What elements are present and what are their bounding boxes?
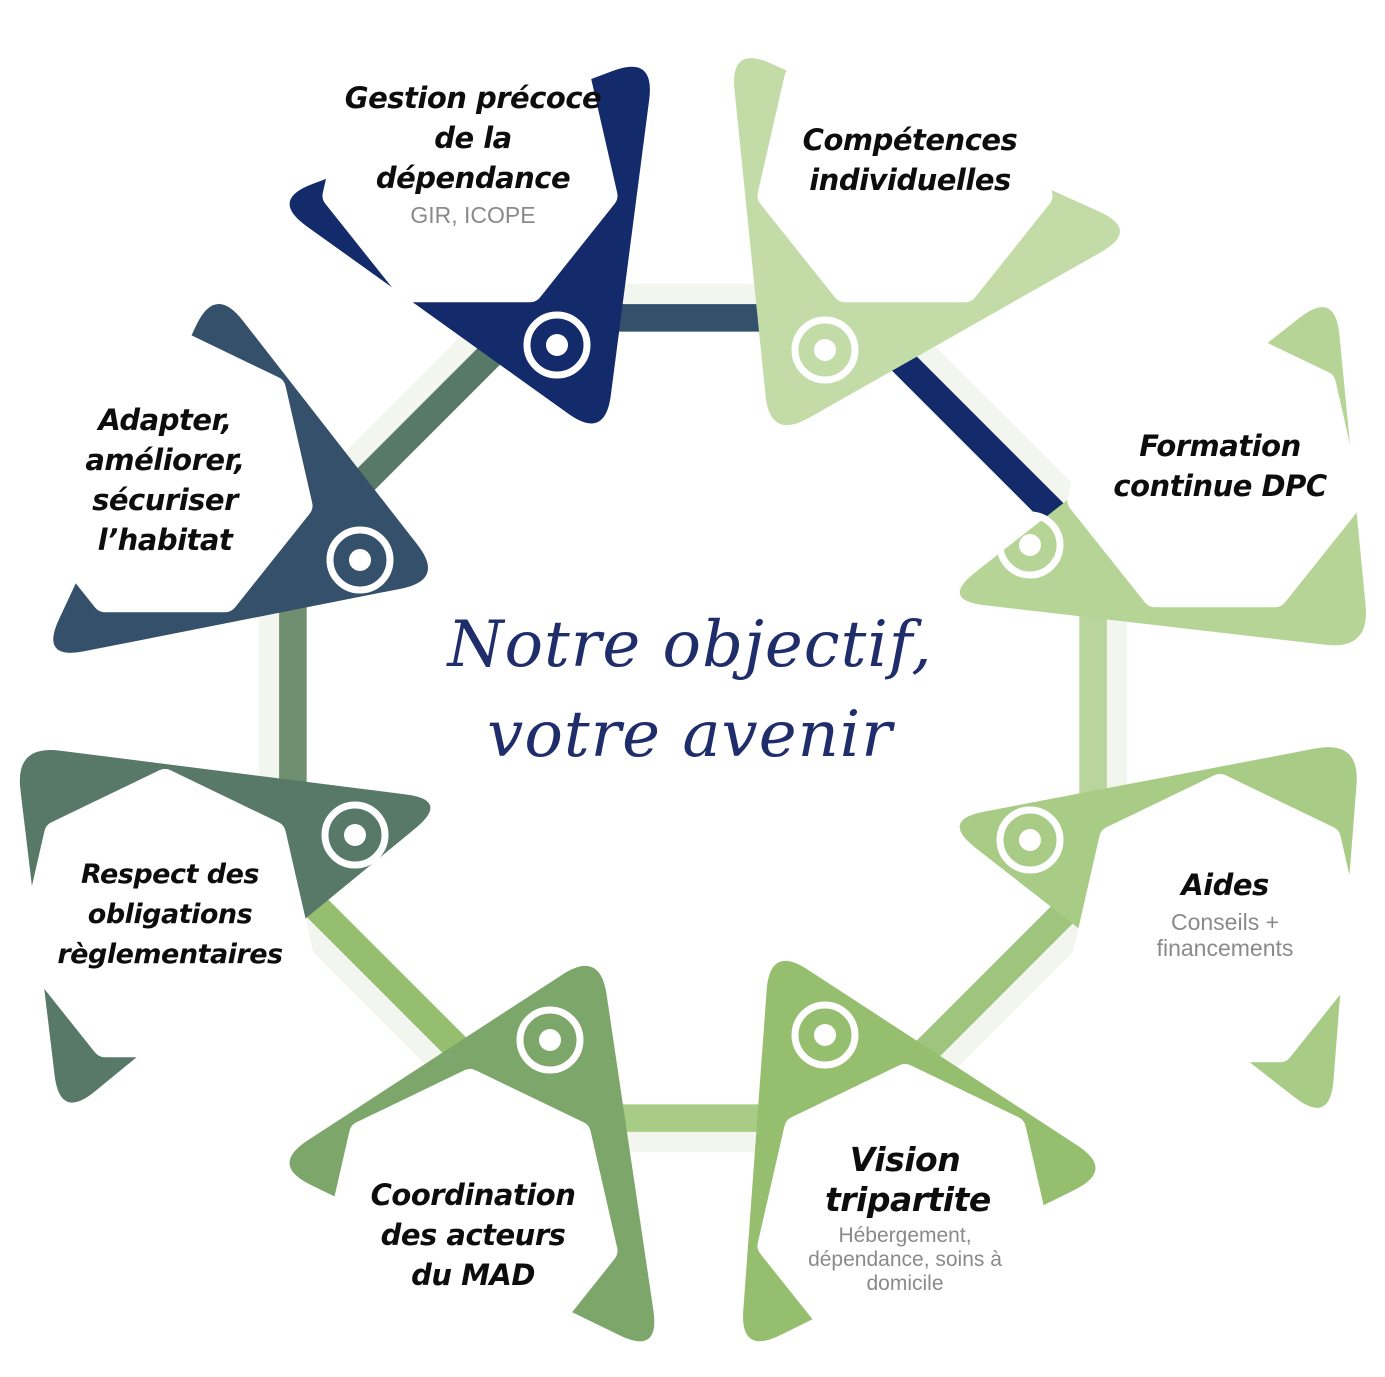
node-label-vision: Vision tripartite Hébergement, dépendanc…	[770, 1140, 1040, 1296]
node-badge	[757, 14, 1053, 303]
node-badge	[1072, 774, 1368, 1063]
node-7	[17, 303, 428, 653]
node-label-formation: Formation continue DPC	[1085, 426, 1355, 510]
node-3	[959, 747, 1368, 1108]
node-0	[289, 14, 650, 424]
node-label-adapter: Adapter, améliorer, sécuriser l’habitat	[30, 400, 300, 564]
node-1	[734, 14, 1120, 426]
node-badge	[17, 769, 313, 1058]
node-label-coordination: Coordination des acteurs du MAD	[338, 1175, 608, 1299]
eye-arrows-icon	[791, 1001, 859, 1069]
node-5	[289, 965, 655, 1358]
node-badge	[1067, 319, 1363, 608]
handshake-icon	[996, 806, 1064, 874]
gavel-icon	[321, 801, 389, 869]
node-title-gestion: Gestion précoce de la dépendance	[344, 81, 602, 195]
center-title-line2: votre avenir	[487, 698, 893, 772]
node-label-respect: Respect des obligations règlementaires	[35, 855, 305, 979]
head-gear-icon	[791, 316, 859, 384]
house-hand-icon	[326, 526, 394, 594]
node-badge	[757, 1064, 1053, 1353]
graduation-cycle-icon	[996, 511, 1064, 579]
node-subtitle-vision: Hébergement, dépendance, soins à domicil…	[808, 1224, 1002, 1295]
node-label-competences: Compétences individuelles	[775, 120, 1045, 204]
node-shapes	[17, 14, 1368, 1358]
node-6	[17, 749, 431, 1103]
center-disc	[306, 331, 1080, 1105]
node-subtitle-aides: Conseils + financements	[1156, 909, 1294, 961]
node-badge	[17, 324, 313, 613]
node-title-coordination: Coordination des acteurs du MAD	[370, 1178, 576, 1292]
node-title-competences: Compétences individuelles	[802, 123, 1018, 197]
node-title-vision: Vision tripartite	[825, 1140, 991, 1219]
node-label-gestion: Gestion précoce de la dépendance GIR, IC…	[338, 78, 608, 228]
ring-segment	[853, 304, 1107, 558]
node-title-formation: Formation continue DPC	[1113, 429, 1327, 503]
team-gear-icon	[516, 1006, 584, 1074]
node-subtitle-gestion: GIR, ICOPE	[410, 202, 536, 228]
caregiver-hand-icon	[523, 311, 591, 379]
node-badge	[322, 1069, 618, 1358]
node-4	[743, 960, 1096, 1353]
node-label-aides: Aides Conseils + financements	[1090, 865, 1360, 961]
node-badge	[322, 14, 618, 303]
node-title-adapter: Adapter, améliorer, sécuriser l’habitat	[85, 403, 245, 557]
node-title-aides: Aides	[1181, 868, 1269, 902]
node-2	[959, 307, 1366, 646]
center-title: Notre objectif, votre avenir	[380, 600, 1000, 780]
node-title-respect: Respect des obligations règlementaires	[57, 859, 283, 970]
center-title-line1: Notre objectif,	[447, 608, 933, 682]
